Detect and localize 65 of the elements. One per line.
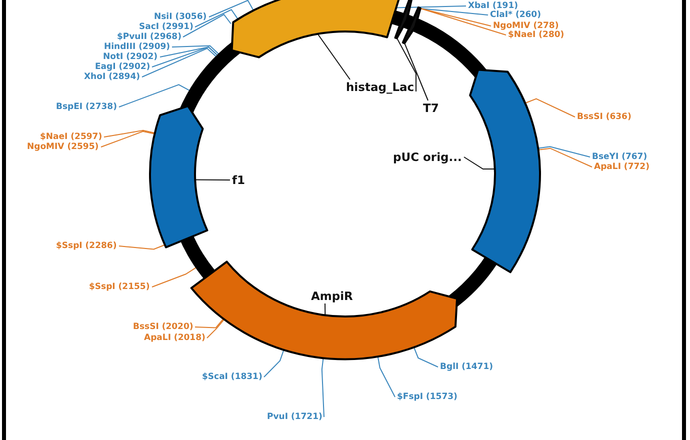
leader-line [206, 318, 225, 338]
leader-line [538, 148, 592, 168]
leader-line [420, 8, 488, 16]
site-label: BssSI (2020) [133, 322, 194, 332]
leader-line [104, 130, 156, 138]
feature-segment [402, 6, 422, 44]
leader-line [538, 146, 590, 158]
site-label: $SspI (2286) [56, 242, 117, 251]
leader-line [420, 8, 492, 26]
site-label: $PvuII (2968) [117, 32, 182, 42]
site-label: HindIII (2909) [104, 42, 170, 52]
leader-line [152, 46, 218, 68]
leader-line [394, 6, 466, 8]
leader-line [420, 8, 506, 36]
leader-line [194, 318, 224, 328]
feature-segment [469, 68, 541, 274]
site-label: NotI (2902) [103, 52, 158, 62]
site-label: BseYI (767) [592, 152, 648, 162]
leader-line [194, 9, 238, 28]
feature-label: pUC orig... [393, 150, 462, 164]
leader-line [194, 179, 230, 180]
site-label: XbaI (191) [468, 2, 518, 11]
leader-line [100, 130, 156, 148]
site-label: NgoMIV (2595) [27, 142, 99, 152]
leader-line [321, 358, 324, 418]
feature-segment [394, 0, 412, 40]
site-label: EagI (2902) [95, 62, 150, 72]
feature-label: f1 [232, 174, 246, 186]
leader-line [264, 349, 284, 378]
site-label: ClaI* (260) [490, 10, 541, 20]
leader-line [524, 98, 576, 118]
leader-line [182, 14, 232, 38]
leader-line [324, 303, 326, 316]
site-label: ApaLI (772) [594, 162, 650, 172]
leader-line [404, 42, 428, 101]
site-label: PvuI (1721) [267, 412, 322, 422]
leader-line [413, 346, 438, 368]
leader-line [208, 0, 254, 18]
site-label: NsiI (3056) [154, 12, 207, 22]
site-label: XhoI (2894) [84, 72, 140, 82]
site-label: BglI (1471) [440, 362, 494, 372]
site-label: $NaeI (280) [508, 30, 564, 40]
feature-label: AmpiR [311, 290, 353, 302]
site-label: BspEI (2738) [56, 102, 117, 112]
site-label: SacI (2991) [139, 22, 194, 32]
site-label: NgoMIV (278) [493, 22, 559, 31]
leader-line [464, 156, 496, 170]
leader-line [118, 84, 190, 108]
feature-segment [149, 105, 208, 248]
site-label: ApaLI (2018) [144, 334, 206, 343]
site-label: $SspI (2155) [89, 282, 150, 292]
leader-line [396, 38, 416, 92]
leader-line [172, 45, 219, 54]
leader-line [152, 267, 196, 288]
feature-label: histag_Lac [346, 80, 414, 94]
feature-segment [230, 0, 401, 58]
site-label: $ScaI (1831) [202, 372, 262, 382]
leader-line [377, 356, 396, 398]
site-label: BssSI (636) [577, 112, 632, 122]
site-label: $NaeI (2597) [40, 132, 102, 142]
leader-line [142, 48, 216, 78]
leader-line [118, 244, 166, 250]
feature-label: T7 [423, 102, 439, 114]
leader-line [317, 33, 350, 80]
site-label: $FspI (1573) [397, 392, 458, 402]
